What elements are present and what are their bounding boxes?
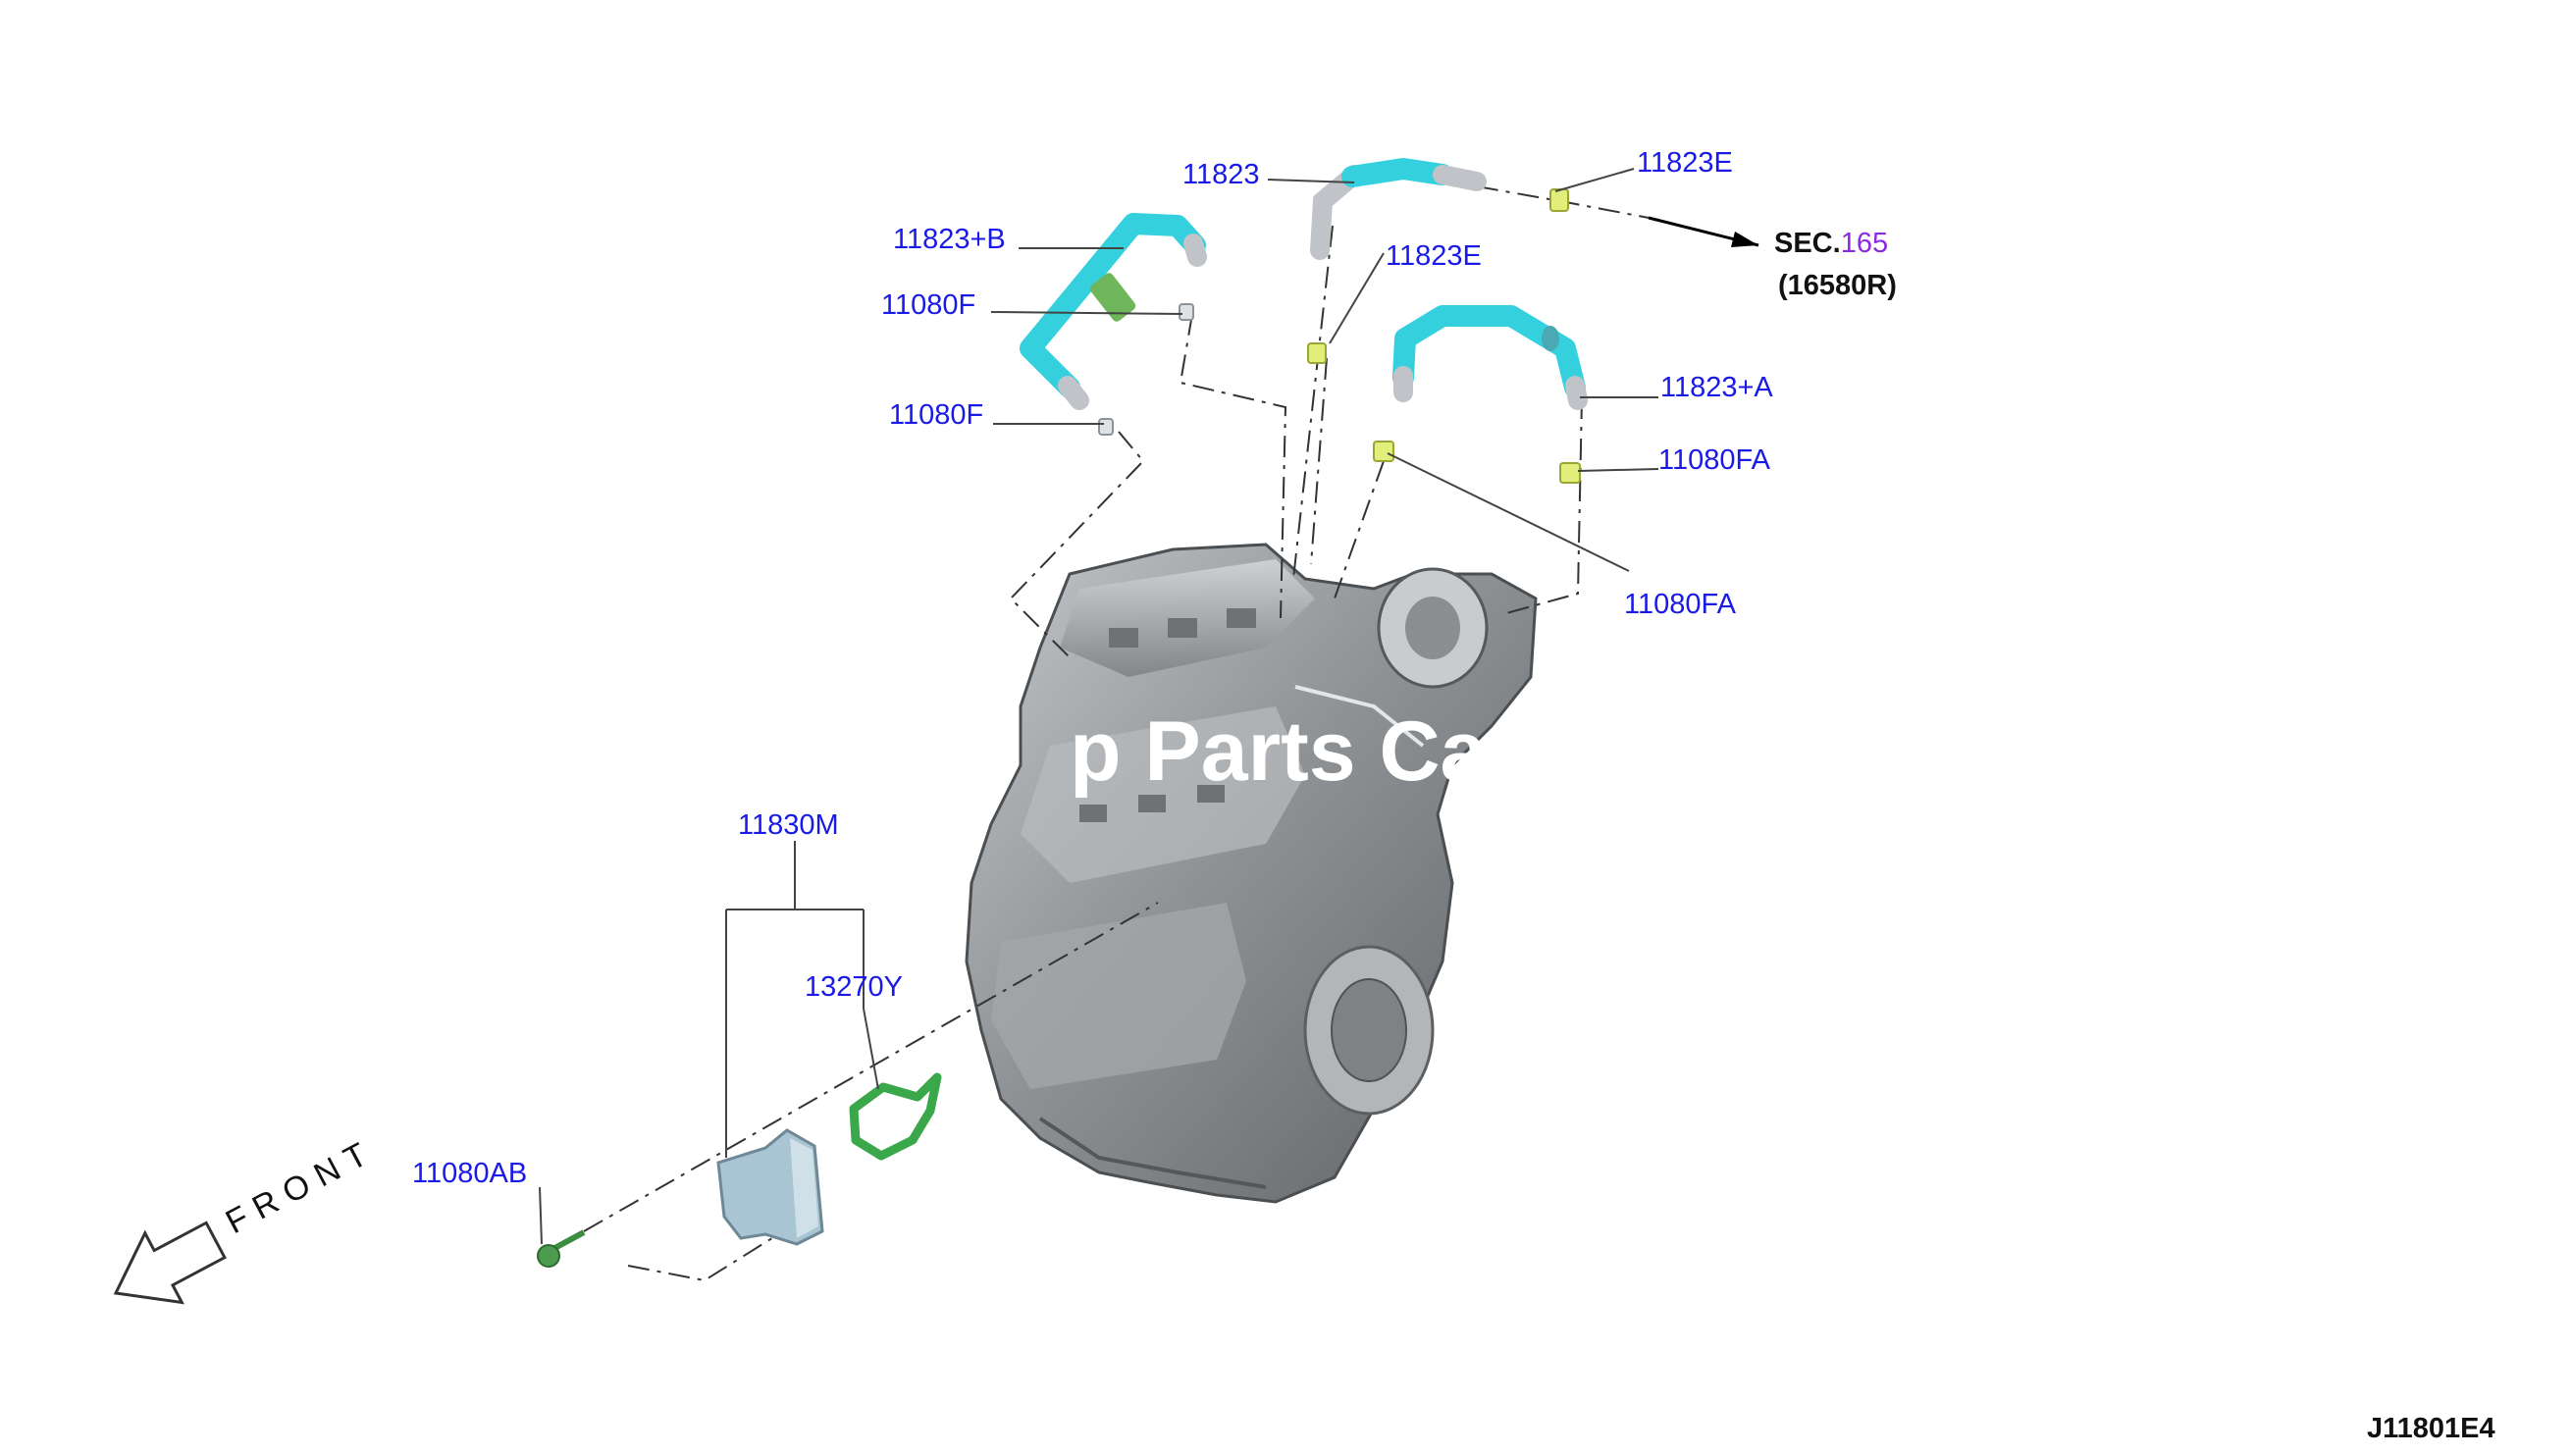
gasket-13270y	[849, 1072, 942, 1161]
bolt-11080ab	[537, 1229, 586, 1268]
clip-11823e-mid	[1307, 342, 1327, 364]
clip-11080f-top	[1179, 303, 1194, 321]
callout-11080fa-right[interactable]: 11080FA	[1658, 444, 1771, 476]
clip-11080fa-right	[1559, 462, 1581, 484]
hose-11823-b	[1020, 213, 1207, 410]
callout-11823-b[interactable]: 11823+B	[893, 224, 1006, 255]
callout-11080f-top[interactable]: 11080F	[881, 289, 975, 321]
front-arrow	[113, 1221, 227, 1305]
hose-11823-a	[1392, 305, 1588, 410]
front-label: FRONT	[220, 1131, 382, 1241]
section-ref-prefix: SEC.	[1774, 228, 1841, 259]
section-ref-link[interactable]: SEC.165	[1774, 228, 1888, 259]
clips	[1098, 188, 1581, 484]
clip-11080f-bot	[1098, 418, 1114, 436]
leader-lines	[539, 168, 1759, 1245]
watermark-text: p Parts Cat	[1070, 704, 1515, 799]
section-ref-part: (16580R)	[1778, 270, 1897, 301]
diagram-code: J11801E4	[2367, 1413, 2495, 1444]
callout-11823e-top[interactable]: 11823E	[1637, 147, 1733, 179]
section-ref-number[interactable]: 165	[1841, 228, 1888, 259]
callout-11080f-bot[interactable]: 11080F	[889, 399, 983, 431]
callout-11830m[interactable]: 11830M	[738, 809, 839, 841]
cover-11830m	[716, 1128, 824, 1246]
hose-11823	[1310, 158, 1487, 260]
callout-11080ab[interactable]: 11080AB	[412, 1158, 527, 1189]
callout-13270y[interactable]: 13270Y	[805, 971, 903, 1003]
clip-11823e-top	[1549, 188, 1569, 212]
callout-11823[interactable]: 11823	[1182, 159, 1260, 190]
callout-11823-a[interactable]: 11823+A	[1660, 372, 1773, 403]
callout-11823e-mid[interactable]: 11823E	[1386, 240, 1482, 272]
clip-11080fa-low	[1373, 441, 1394, 462]
callout-11080fa-low[interactable]: 11080FA	[1624, 589, 1737, 620]
engine-block	[965, 543, 1538, 1204]
